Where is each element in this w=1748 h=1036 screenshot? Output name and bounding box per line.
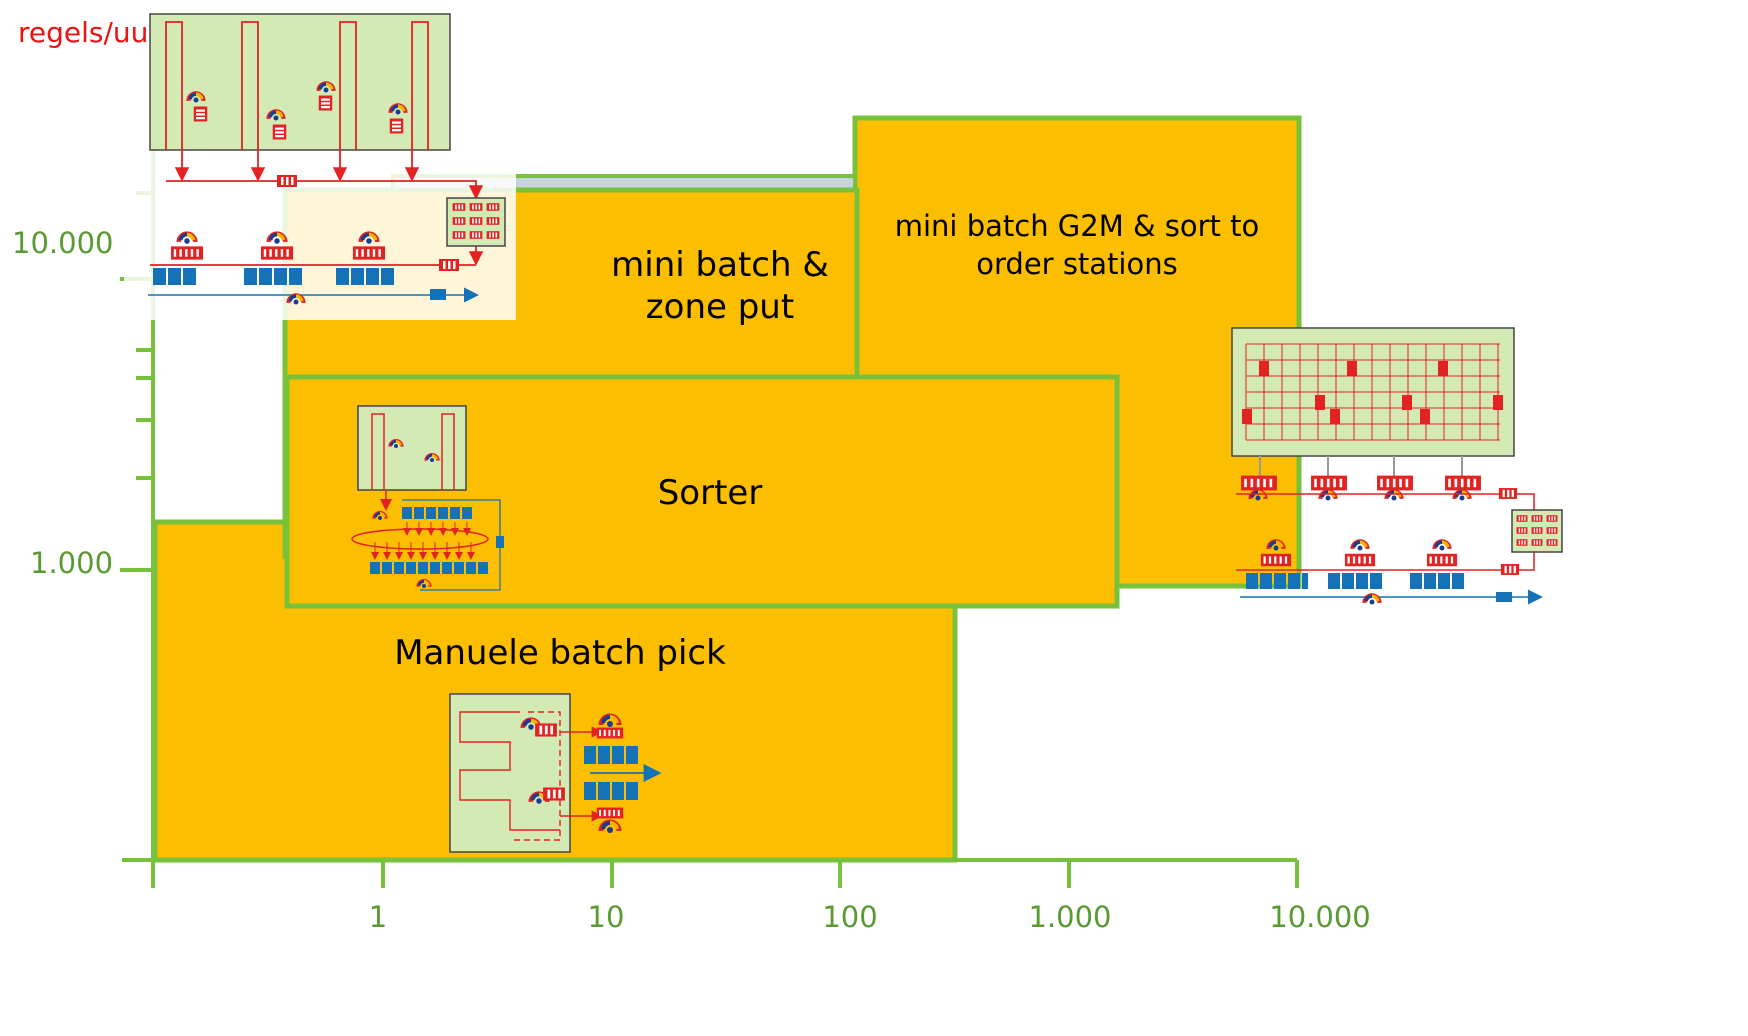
x-axis xyxy=(122,858,1299,888)
x-tick-label: 1 xyxy=(368,900,388,934)
tote-icon xyxy=(193,106,208,122)
rack-icon xyxy=(446,197,506,247)
x-tick-label: 10 xyxy=(587,900,625,934)
rack-icon xyxy=(1511,509,1563,553)
region-label-line: mini batch G2M & sort to xyxy=(894,209,1260,243)
x-tick-label: 1.000 xyxy=(1028,900,1112,934)
y-axis-title: regels/uu xyxy=(18,16,149,49)
region-label-line: zone put xyxy=(645,287,795,327)
x-tick-label: 10.000 xyxy=(1269,900,1371,934)
picker-icon xyxy=(1387,491,1402,500)
region-label-mini-batch-g2m: mini batch G2M & sort to order stations xyxy=(862,207,1292,283)
tote-icon xyxy=(318,95,333,111)
region-label-line: order stations xyxy=(976,247,1178,281)
region-label-sorter: Sorter xyxy=(657,473,763,513)
zone-pick-illustration xyxy=(124,10,516,320)
region-label-line: mini batch & xyxy=(611,245,829,285)
region-label-mini-batch-zone-put: mini batch & zone put xyxy=(590,244,850,328)
batch-pick-illustration xyxy=(449,693,662,853)
y-tick-label: 1.000 xyxy=(30,546,114,580)
sorter-illustration xyxy=(348,398,510,598)
conveyor-icon xyxy=(1246,573,1512,602)
picker-icon xyxy=(1435,541,1450,550)
picker-icon xyxy=(1353,541,1368,550)
tote-icon xyxy=(389,118,404,134)
picker-icon xyxy=(1455,491,1470,500)
picker-icon xyxy=(1321,491,1336,500)
g2m-illustration xyxy=(1231,327,1563,605)
region-label-manuele-batch-pick: Manuele batch pick xyxy=(394,633,726,673)
conveyor-icon xyxy=(584,746,638,800)
x-tick-label: 100 xyxy=(822,900,878,934)
y-tick-label: 10.000 xyxy=(12,226,114,260)
picker-icon xyxy=(1365,595,1380,604)
tote-icon xyxy=(272,124,287,140)
